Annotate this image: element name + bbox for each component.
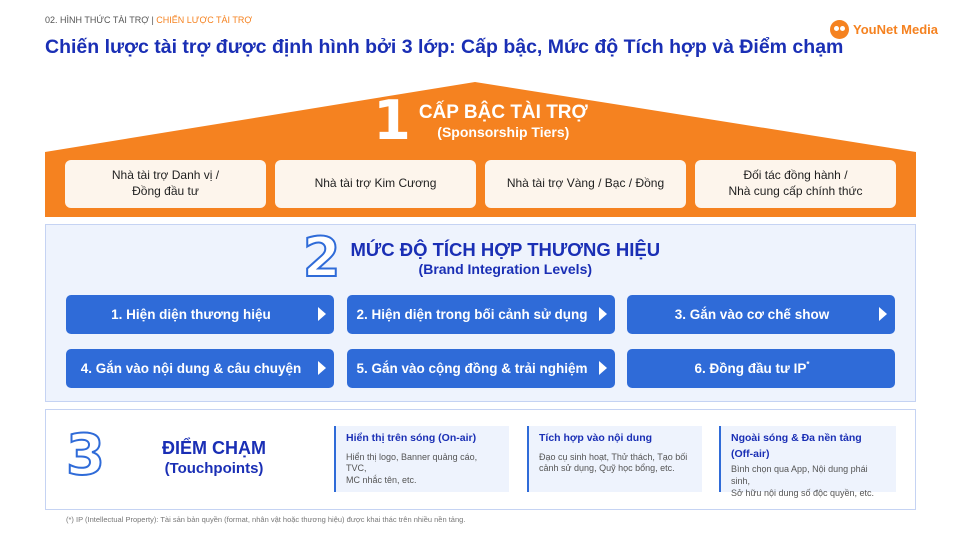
breadcrumb-current: CHIẾN LƯỢC TÀI TRỢ (156, 15, 253, 25)
breadcrumb-separator: | (151, 15, 154, 25)
integration-level-label: 4. Gắn vào nội dung & câu chuyện (80, 361, 302, 376)
touchpoint-desc: Hiển thị logo, Banner quảng cáo, TVC, (346, 451, 478, 474)
play-arrow-icon (599, 307, 607, 321)
play-arrow-icon (318, 361, 326, 375)
integration-level-label: 5. Gắn vào cộng đồng & trải nghiệm (356, 361, 588, 376)
integration-level-label: 3. Gắn vào cơ chế show (674, 307, 830, 322)
layer-2-header: 2 MỨC ĐỘ TÍCH HỢP THƯƠNG HIỆU (Brand Int… (46, 226, 917, 289)
layer-2-subtitle: (Brand Integration Levels) (418, 260, 593, 277)
tier-card-line: Đối tác đồng hành / (743, 168, 848, 183)
play-arrow-icon (318, 307, 326, 321)
tier-card-line: Nhà tài trợ Danh vị / (111, 168, 220, 183)
touchpoint-desc: Bình chọn qua App, Nội dung phái sinh, (731, 464, 868, 486)
footnote: (*) IP (Intellectual Property): Tài sản … (66, 515, 466, 524)
layer-2-title: MỨC ĐỘ TÍCH HỢP THƯƠNG HIỆU (350, 238, 661, 260)
integration-level-5: 5. Gắn vào cộng đồng & trải nghiệm (347, 349, 615, 388)
layer-1-number: 1 (373, 89, 411, 152)
integration-level-6: 6. Đồng đầu tư IP* (627, 349, 895, 388)
layer-3-subtitle: (Touchpoints) (164, 459, 264, 477)
play-arrow-icon (599, 361, 607, 375)
layer-2-brand-integration: 2 MỨC ĐỘ TÍCH HỢP THƯƠNG HIỆU (Brand Int… (45, 224, 916, 402)
tier-card-partner: Đối tác đồng hành /Nhà cung cấp chính th… (695, 160, 896, 208)
layer-3-number: 3 (65, 423, 106, 488)
integration-level-4: 4. Gắn vào nội dung & câu chuyện (66, 349, 334, 388)
touchpoint-heading: Tích hợp vào nội dung (539, 432, 653, 444)
layer-3-touchpoints: 3 ĐIỂM CHẠM (Touchpoints) Hiển thị trên … (45, 409, 916, 510)
footnote-marker: * (806, 360, 810, 369)
tier-card-line: Nhà cung cấp chính thức (728, 184, 863, 198)
layer-3-title: ĐIỂM CHẠM (162, 438, 266, 458)
tier-card-diamond: Nhà tài trợ Kim Cương (275, 160, 476, 208)
layer-1-subtitle: (Sponsorship Tiers) (437, 123, 570, 140)
layer-2-number: 2 (302, 226, 342, 289)
touchpoint-on-air: Hiển thị trên sóng (On-air) Hiển thị log… (334, 426, 509, 492)
integration-level-label: 2. Hiện diện trong bối cảnh sử dụng (356, 307, 588, 322)
touchpoint-desc: MC nhắc tên, etc. (346, 475, 417, 486)
tier-card-line: Nhà tài trợ Vàng / Bạc / Đồng (506, 176, 665, 191)
younet-logo-icon (830, 20, 849, 39)
layer-3-header: ĐIỂM CHẠM (Touchpoints) (144, 438, 284, 478)
tier-card-gold-silver-bronze: Nhà tài trợ Vàng / Bạc / Đồng (485, 160, 686, 208)
page-title: Chiến lược tài trợ được định hình bởi 3 … (45, 36, 844, 58)
integration-level-label: 6. Đồng đầu tư IP (694, 361, 807, 376)
layer-1-sponsorship-tiers: 1 CẤP BẬC TÀI TRỢ (Sponsorship Tiers) Nh… (45, 82, 916, 217)
touchpoint-desc: Sở hữu nội dung số độc quyền, etc. (731, 487, 875, 498)
breadcrumb-section[interactable]: 02. HÌNH THỨC TÀI TRỢ (45, 15, 149, 25)
touchpoint-heading: (Off-air) (731, 447, 770, 460)
touchpoint-desc: Đạo cụ sinh hoạt, Thử thách, Tạo bối (539, 451, 688, 462)
layer-1-header: 1 CẤP BẬC TÀI TRỢ (Sponsorship Tiers) (45, 94, 916, 148)
touchpoint-heading: Hiển thị trên sóng (On-air) (346, 432, 477, 444)
tier-card-line: Đồng đầu tư (132, 184, 199, 198)
logo-text: YouNet Media (853, 22, 938, 37)
layer-1-title: CẤP BẬC TÀI TRỢ (418, 102, 588, 124)
touchpoint-heading: Ngoài sóng & Đa nền tảng (731, 432, 862, 444)
touchpoint-content-integration: Tích hợp vào nội dung Đạo cụ sinh hoạt, … (527, 426, 702, 492)
integration-level-label: 1. Hiện diện thương hiệu (111, 307, 271, 322)
play-arrow-icon (879, 307, 887, 321)
tier-card-title-sponsor: Nhà tài trợ Danh vị /Đồng đầu tư (65, 160, 266, 208)
tier-card-line: Nhà tài trợ Kim Cương (314, 176, 437, 191)
touchpoint-desc: cảnh sử dụng, Quỹ học bổng, etc. (539, 463, 675, 474)
integration-level-3: 3. Gắn vào cơ chế show (627, 295, 895, 334)
logo: YouNet Media (830, 20, 938, 39)
breadcrumb: 02. HÌNH THỨC TÀI TRỢ | CHIẾN LƯỢC TÀI T… (45, 15, 252, 25)
integration-level-2: 2. Hiện diện trong bối cảnh sử dụng (347, 295, 615, 334)
integration-level-1: 1. Hiện diện thương hiệu (66, 295, 334, 334)
touchpoint-off-air: Ngoài sóng & Đa nền tảng (Off-air) Bình … (719, 426, 896, 498)
